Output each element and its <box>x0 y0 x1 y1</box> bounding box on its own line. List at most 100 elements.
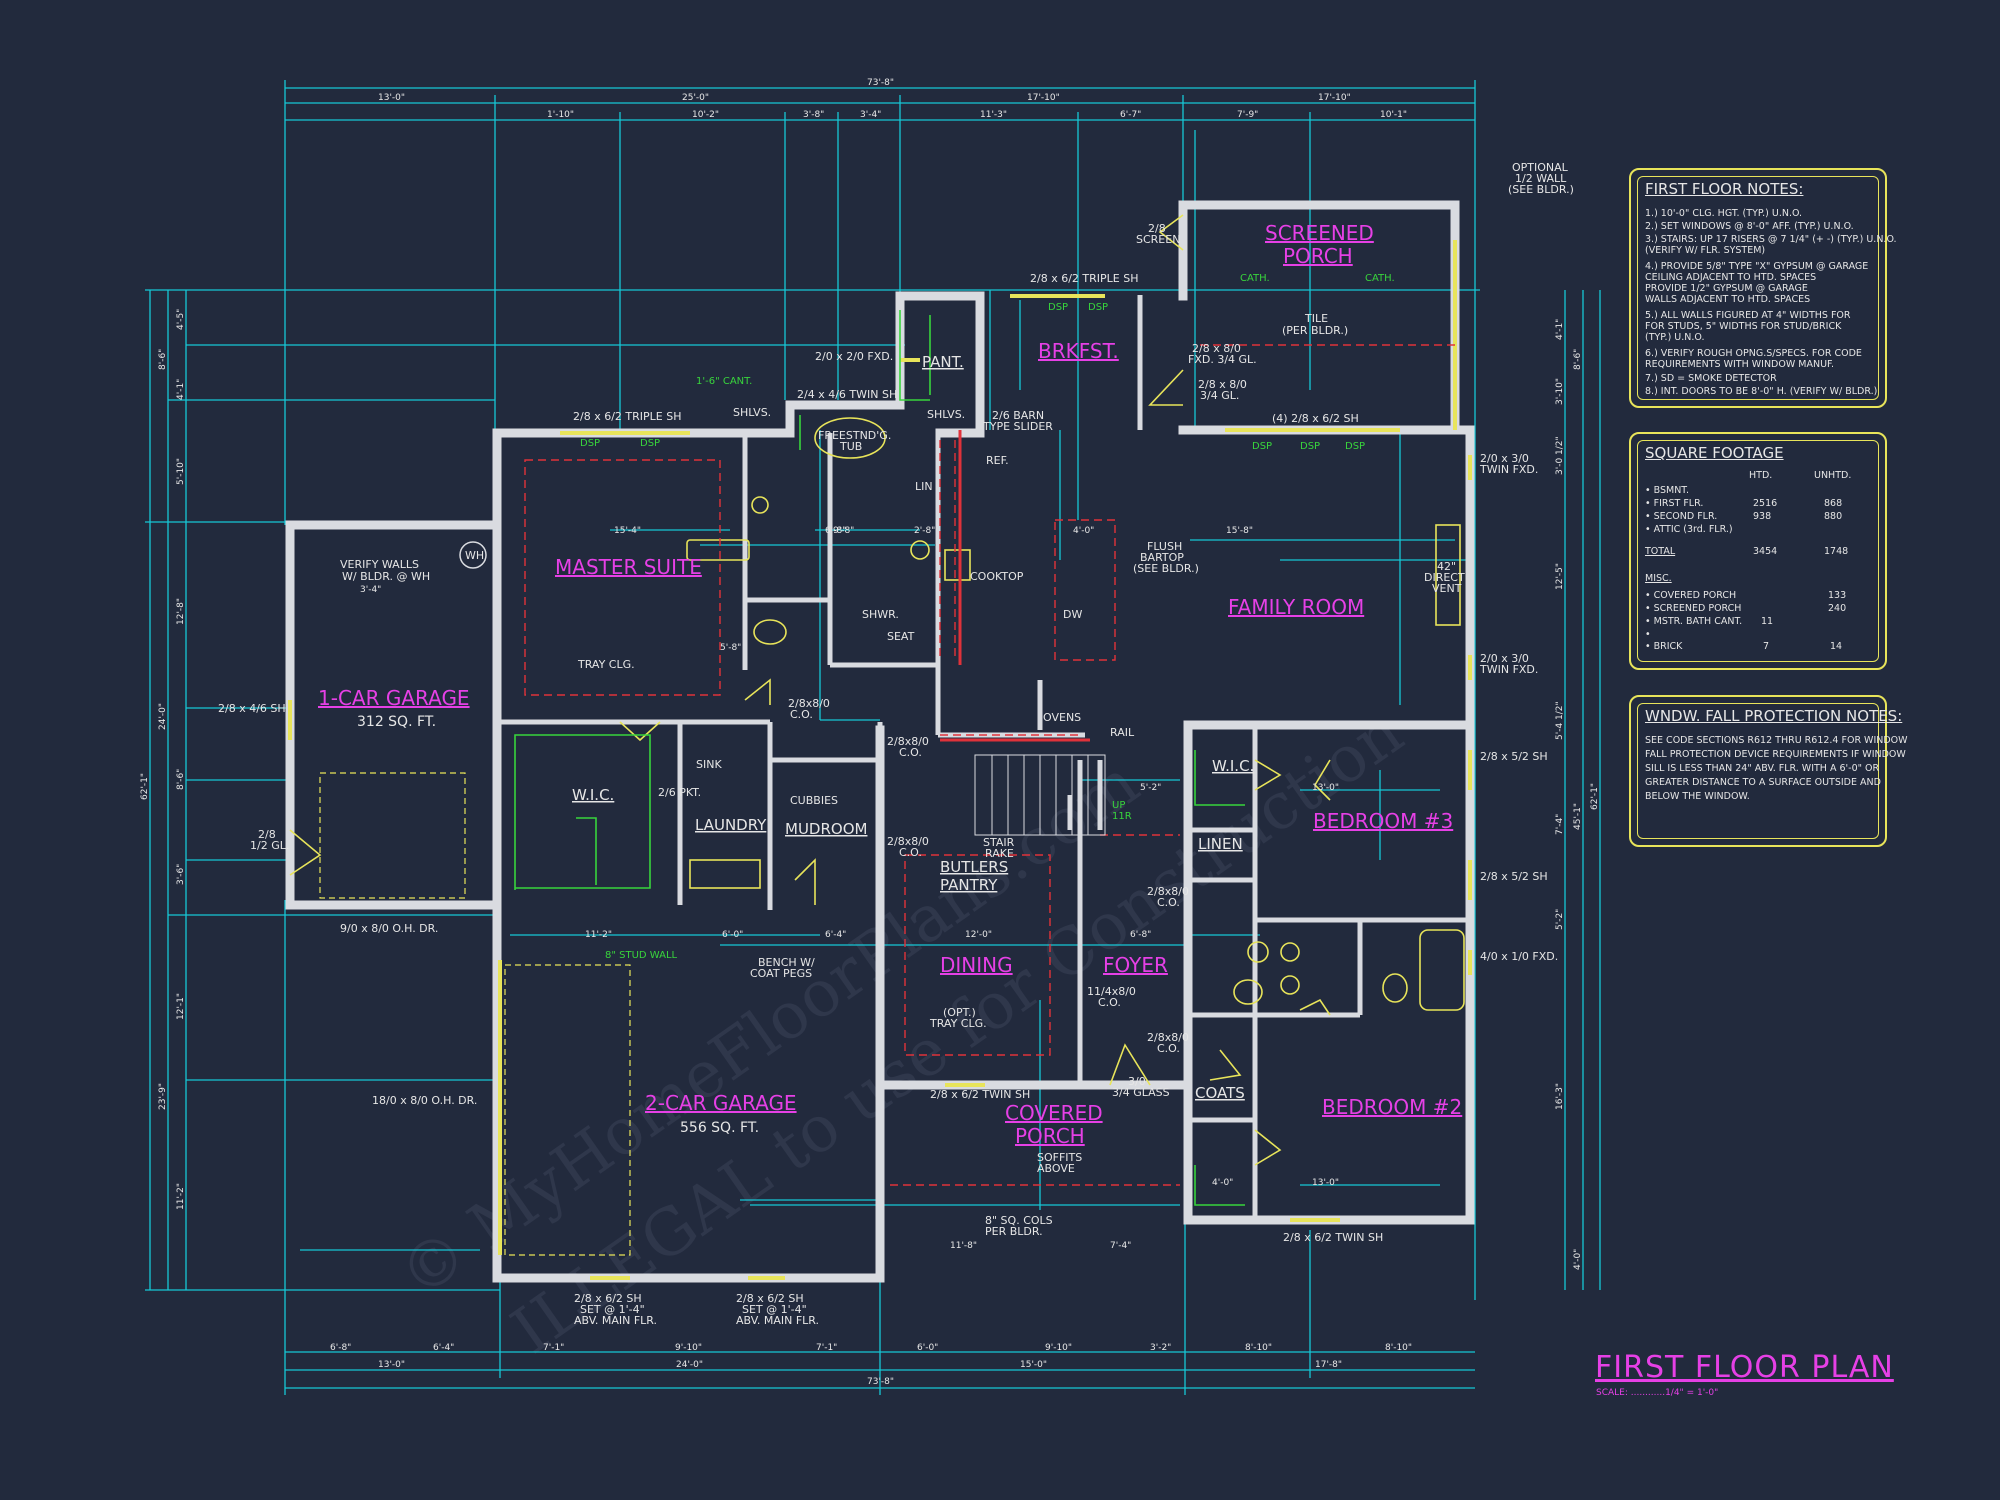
label-gl-brk-2: 3/4 GL. <box>1200 389 1239 402</box>
dim-left-2: 24'-0" <box>158 703 168 730</box>
label-garage-sh-2b: SET @ 1'-4" <box>742 1303 807 1316</box>
room-labels: SCREENED PORCH BRKFST. MASTER SUITE FAMI… <box>318 221 1462 1148</box>
label-optional-wall-3: (SEE BLDR.) <box>1508 183 1574 196</box>
label-rail: RAIL <box>1110 726 1135 739</box>
label-soffits-2: ABOVE <box>1037 1162 1075 1175</box>
dim-top-total: 73'-8" <box>867 78 894 88</box>
dim-int-1: 15'-4" <box>614 526 641 536</box>
label-family-sh: (4) 2/8 x 6/2 SH <box>1272 412 1359 425</box>
dim-int-4: 13'-0" <box>1312 1178 1339 1188</box>
label-twin-sh-porch: 2/8 x 6/2 TWIN SH <box>930 1088 1030 1101</box>
label-co-c-2: C.O. <box>899 846 922 859</box>
label-stair-2: RAKE <box>985 847 1014 860</box>
dimension-lines <box>145 80 1601 1395</box>
dim-bottom-3-8: 3'-2" <box>1150 1343 1171 1353</box>
label-vent-1: 42" <box>1437 560 1456 573</box>
fall-line-4: GREATER DISTANCE TO A SURFACE OUTSIDE AN… <box>1645 777 1881 788</box>
label-soffits-1: SOFFITS <box>1037 1151 1082 1164</box>
label-cath-2: CATH. <box>1365 273 1395 284</box>
dim-left-2-1: 4'-5" <box>176 309 186 330</box>
fall-protection-panel: WNDW. FALL PROTECTION NOTES: SEE CODE SE… <box>1629 695 1908 847</box>
room-screened-porch-2: PORCH <box>1283 244 1353 268</box>
sqft-row-second: • SECOND FLR. <box>1645 511 1718 522</box>
label-co-b-2: C.O. <box>899 746 922 759</box>
dim-bottom-2-1: 13'-0" <box>378 1360 405 1370</box>
fall-line-3: SILL IS LESS THAN 24" ABV. FLR. WITH A 6… <box>1645 763 1880 774</box>
label-pocket: 2/6 PKT. <box>658 786 701 799</box>
sqft-second-unhtd: 880 <box>1824 511 1843 522</box>
dim-right-2: 45'-1" <box>1573 803 1583 830</box>
dim-int-6: 12'-0" <box>965 930 992 940</box>
room-wic: W.I.C. <box>572 786 614 804</box>
room-wic-2: W.I.C. <box>1212 757 1254 775</box>
dim-bottom-3-4: 9'-10" <box>675 1343 702 1353</box>
sqft-total-htd: 3454 <box>1753 546 1778 557</box>
label-flush-1: FLUSH <box>1147 540 1182 553</box>
dim-top-3-1: 1'-10" <box>547 110 574 120</box>
room-garage-2: 2-CAR GARAGE <box>645 1091 797 1115</box>
dim-int-19: 6'-8" <box>825 526 846 536</box>
note-line-14: 7.) SD = SMOKE DETECTOR <box>1645 373 1777 384</box>
label-garage-sh-1a: 2/8 x 6/2 SH <box>574 1292 642 1305</box>
dim-left-2-7: 12'-1" <box>176 993 186 1020</box>
label-up-2: 11R <box>1112 811 1132 822</box>
label-co-d-1: 11/4x8/0 <box>1087 985 1136 998</box>
room-butlers-pantry-2: PANTRY <box>940 876 998 894</box>
room-foyer: FOYER <box>1103 953 1168 977</box>
room-butlers-pantry-1: BUTLERS <box>940 858 1008 876</box>
note-line-10: FOR STUDS, 5" WIDTHS FOR STUD/BRICK <box>1645 321 1842 332</box>
label-co-a-1: 2/8x8/0 <box>788 697 830 710</box>
label-optional-wall-2: 1/2 WALL <box>1515 172 1567 185</box>
fall-line-1: SEE CODE SECTIONS R612 THRU R612.4 FOR W… <box>1645 735 1908 746</box>
dim-bottom-3-10: 8'-10" <box>1385 1343 1412 1353</box>
dim-bottom-3-9: 8'-10" <box>1245 1343 1272 1353</box>
label-tile-2: (PER BLDR.) <box>1282 324 1348 337</box>
dim-bottom-3-1: 6'-8" <box>330 1343 351 1353</box>
label-cubbies: CUBBIES <box>790 794 838 807</box>
label-opt-tray-1: (OPT.) <box>943 1006 976 1019</box>
dim-right-2-3: 3'-0 1/2" <box>1555 436 1565 475</box>
label-bench-2: COAT PEGS <box>750 967 812 980</box>
label-flush-3: (SEE BLDR.) <box>1133 562 1199 575</box>
fall-protection-title: WNDW. FALL PROTECTION NOTES: <box>1645 707 1903 725</box>
sqft-row-bsmnt: • BSMNT. <box>1645 485 1690 496</box>
label-twin-sh-bed2: 2/8 x 6/2 TWIN SH <box>1283 1231 1383 1244</box>
label-triple-sh-top: 2/8 x 6/2 TRIPLE SH <box>1030 272 1138 285</box>
note-line-12: 6.) VERIFY ROUGH OPNG.S/SPECS. FOR CODE <box>1645 348 1862 359</box>
dim-top-3-4: 3'-4" <box>860 110 881 120</box>
note-line-2: 2.) SET WINDOWS @ 8'-0" AFF. (TYP.) U.N.… <box>1645 221 1854 232</box>
room-master-suite: MASTER SUITE <box>555 555 702 579</box>
label-stair-1: STAIR <box>983 836 1015 849</box>
dim-top-2-4: 17'-10" <box>1318 93 1351 103</box>
dim-right-2-2: 3'-10" <box>1555 378 1565 405</box>
watermark-line-2: ILLEGAL to use for Construction <box>499 696 1416 1369</box>
label-wh: WH <box>465 549 484 562</box>
sqft-row-attic: • ATTIC (3rd. FLR.) <box>1645 524 1733 535</box>
sqft-second-htd: 938 <box>1753 511 1772 522</box>
label-garage-sh-1b: SET @ 1'-4" <box>580 1303 645 1316</box>
label-cols-1: 8" SQ. COLS <box>985 1214 1053 1227</box>
label-tile-1: TILE <box>1304 312 1328 325</box>
sqft-covered-unhtd: 133 <box>1828 590 1847 601</box>
garage-2-area: 556 SQ. FT. <box>680 1120 759 1136</box>
label-up-1: UP <box>1112 800 1125 811</box>
label-dw: DW <box>1063 608 1082 621</box>
sqft-row-first: • FIRST FLR. <box>1645 498 1704 509</box>
garage-outlines <box>319 772 631 1256</box>
dim-left-1: 8'-6" <box>158 349 168 370</box>
dim-right-2-5: 5'-4 1/2" <box>1555 701 1565 740</box>
label-half-gl-1: 2/8 <box>258 828 276 841</box>
label-half-gl-2: 1/2 GL. <box>250 839 289 852</box>
label-screen-1: 2/8 <box>1148 222 1166 235</box>
room-dining: DINING <box>940 953 1013 977</box>
label-ohdr-2: 18/0 x 8/0 O.H. DR. <box>372 1094 477 1107</box>
label-sh-52b: 2/8 x 5/2 SH <box>1480 870 1548 883</box>
sqft-row-brick: • BRICK <box>1645 641 1683 652</box>
room-family-room: FAMILY ROOM <box>1228 595 1364 619</box>
dim-top-2-1: 13'-0" <box>378 93 405 103</box>
label-opt-tray-2: TRAY CLG. <box>929 1017 987 1030</box>
room-covered-porch-1: COVERED <box>1005 1101 1103 1125</box>
sqft-screened-unhtd: 240 <box>1828 603 1847 614</box>
label-optional-wall-1: OPTIONAL <box>1512 161 1569 174</box>
